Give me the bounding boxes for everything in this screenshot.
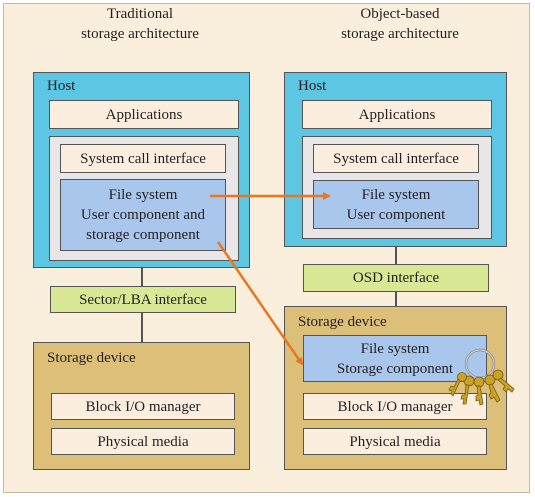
- object-file-system-line-1: File system: [361, 186, 431, 203]
- traditional-storage-connector: [141, 313, 143, 342]
- object-heading-line-1: Object-based: [360, 6, 440, 22]
- traditional-host-label: Host: [47, 78, 76, 94]
- object-system-call-interface: System call interface: [313, 144, 479, 173]
- storage-component-arrow: [216, 241, 304, 366]
- traditional-storage-label: Storage device: [47, 350, 136, 366]
- object-storage-file-system-line-2: Storage component: [336, 360, 454, 377]
- object-file-system: File system User component: [313, 180, 479, 229]
- keys-icon: [448, 348, 515, 406]
- traditional-file-system-line-1: File system: [108, 187, 178, 203]
- object-heading-line-2: storage architecture: [341, 26, 459, 42]
- traditional-heading: Traditional storage architecture: [35, 4, 245, 44]
- traditional-system-call-interface: System call interface: [60, 144, 226, 173]
- traditional-heading-line-2: storage architecture: [81, 26, 199, 42]
- traditional-applications: Applications: [49, 100, 239, 129]
- object-storage-connector: [395, 292, 397, 306]
- osd-interface: OSD interface: [303, 264, 489, 292]
- traditional-heading-line-1: Traditional: [106, 6, 174, 22]
- traditional-file-system-line-3: storage component: [86, 227, 200, 243]
- object-storage-file-system-line-1: File system: [360, 340, 430, 357]
- object-storage-file-system: File system Storage component: [303, 335, 487, 382]
- object-applications: Applications: [302, 100, 492, 129]
- object-block-io-manager: Block I/O manager: [303, 393, 487, 420]
- traditional-host-connector: [141, 268, 143, 286]
- traditional-file-system-line-2: User component and: [80, 207, 206, 223]
- object-storage-label: Storage device: [298, 314, 387, 330]
- traditional-file-system: File system User component and storage c…: [60, 179, 226, 251]
- object-host-label: Host: [298, 78, 327, 94]
- object-file-system-line-2: User component: [346, 206, 446, 223]
- object-host-connector: [395, 247, 397, 264]
- object-heading: Object-based storage architecture: [290, 4, 510, 44]
- traditional-physical-media: Physical media: [51, 428, 235, 455]
- traditional-block-io-manager: Block I/O manager: [51, 393, 235, 420]
- sector-lba-interface: Sector/LBA interface: [50, 286, 236, 313]
- object-physical-media: Physical media: [303, 428, 487, 455]
